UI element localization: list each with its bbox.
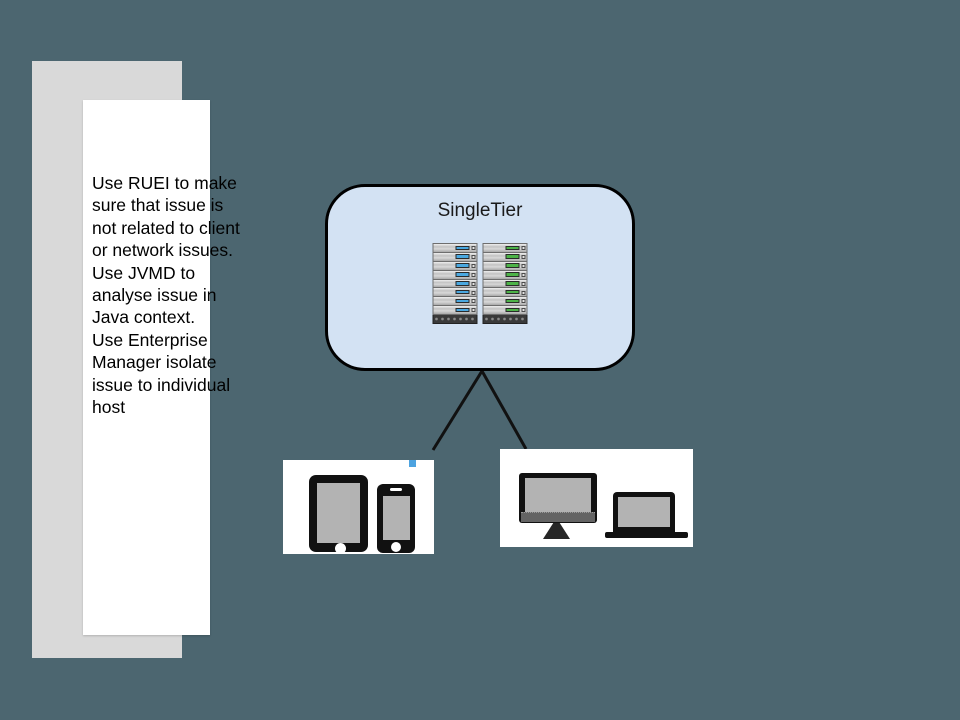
smartphone-icon — [377, 484, 415, 553]
monitor-chin — [521, 512, 595, 522]
server-rack-green-icon — [482, 243, 528, 324]
server-racks — [432, 243, 528, 324]
laptop-base — [605, 532, 688, 538]
monitor-screen — [525, 478, 591, 512]
tablet-home-button — [335, 543, 346, 554]
blue-accent-square — [409, 460, 416, 467]
phone-speaker — [390, 488, 402, 491]
rack-base — [432, 314, 478, 324]
laptop-icon — [613, 492, 675, 532]
rack-base — [482, 314, 528, 324]
connector-line-right — [480, 370, 528, 450]
laptop-screen — [618, 497, 670, 527]
server-rack-blue-icon — [432, 243, 478, 324]
left-white-panel — [83, 100, 210, 635]
connector-line-left — [431, 370, 484, 451]
desktop-monitor-icon — [519, 473, 597, 523]
phone-screen — [383, 496, 410, 540]
desktop-devices-box — [500, 449, 693, 547]
notes-text: Use RUEI to make sure that issue is not … — [92, 173, 240, 418]
tablet-icon — [309, 475, 368, 554]
mobile-devices-box — [283, 460, 434, 554]
phone-home-button — [391, 542, 401, 552]
monitor-stand — [543, 523, 570, 539]
single-tier-title: SingleTier — [437, 200, 523, 221]
single-tier-box: SingleTier — [325, 184, 635, 371]
tablet-screen — [317, 483, 360, 543]
